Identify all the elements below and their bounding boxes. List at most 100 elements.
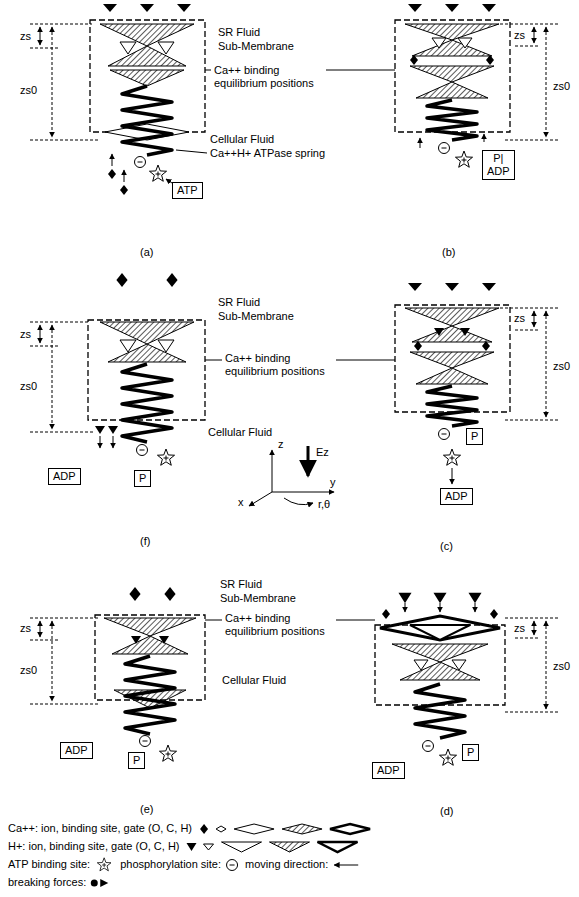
panel-f-part xyxy=(113,436,114,448)
panel-f-part xyxy=(158,340,174,352)
axis-label: Ez xyxy=(316,446,329,459)
panel-label-holder: (b) xyxy=(442,246,455,259)
panel-d-part xyxy=(399,593,412,603)
panel-c-part-part xyxy=(500,308,560,309)
legend-sample-part xyxy=(216,826,226,832)
panel-e-part xyxy=(131,636,141,644)
legend-text: ATP binding site: xyxy=(8,858,90,871)
panel-e-part xyxy=(52,621,53,701)
axis-label-holder: x xyxy=(238,496,244,509)
region-label: Cellular Fluid xyxy=(210,133,274,146)
panel-d-part xyxy=(382,609,390,619)
panel-label-holder: (c) xyxy=(440,540,453,553)
panel-b-part xyxy=(410,55,418,65)
box-text: ADP xyxy=(65,744,88,757)
panel-b-part xyxy=(484,134,485,142)
panel-a-part xyxy=(135,157,146,168)
axes-part xyxy=(284,498,313,505)
panel-d-part xyxy=(475,603,476,612)
axis-label-holder: y xyxy=(330,476,336,489)
panel-c-part xyxy=(414,341,422,351)
axes-part xyxy=(272,450,273,492)
panel-c-part xyxy=(434,328,444,336)
panel-a-part xyxy=(112,154,113,166)
dimension-label-holder: zs0 xyxy=(553,80,570,93)
panel-a-part xyxy=(52,27,53,137)
panel-e-part xyxy=(164,587,175,601)
panel-e-part xyxy=(30,618,98,704)
panel-f-part xyxy=(122,364,172,442)
legend-sample-part xyxy=(334,865,358,866)
legend-holder: Ca++: ion, binding site, gate (O, C, H) xyxy=(8,822,192,835)
legend-sample-part xyxy=(282,824,322,834)
panel-d-part xyxy=(423,741,434,752)
legend-sample-part xyxy=(91,880,98,887)
legend-sample-part xyxy=(234,824,274,834)
callout-label: Ca++ binding equilibrium positions xyxy=(225,612,335,638)
dimension-label-holder: zs xyxy=(514,312,525,325)
molecule-box: P xyxy=(462,744,479,761)
box-text: ADP xyxy=(53,470,76,483)
panel-f-part xyxy=(205,360,222,361)
panel-label: (f) xyxy=(140,535,150,548)
panel-b-part-part xyxy=(515,46,540,47)
box-text: ADP xyxy=(487,165,510,178)
legend-sample-part xyxy=(318,842,358,852)
panel-b-part xyxy=(534,27,535,43)
box-text: P xyxy=(133,754,140,767)
panel-b-part xyxy=(408,4,422,12)
panel-f-part xyxy=(157,449,174,465)
panel-label: (d) xyxy=(440,805,453,818)
panel-f-part-part xyxy=(30,432,95,433)
panel-e-part xyxy=(129,587,140,601)
panel-c-part xyxy=(412,326,492,342)
panel-f-part xyxy=(100,436,101,448)
panel-b-part xyxy=(458,38,472,48)
legend-sample-part xyxy=(222,842,262,852)
panel-d-part xyxy=(400,662,480,680)
panel-b-part xyxy=(445,4,459,12)
panel-e-part xyxy=(104,618,196,636)
panel-c-part xyxy=(410,352,494,368)
panel-b-part xyxy=(420,138,421,148)
dimension-label-holder: zs xyxy=(20,622,31,635)
legend-sample xyxy=(97,858,111,871)
dimension-label: zs0 xyxy=(553,360,570,373)
panel-b-part xyxy=(482,4,496,12)
dimension-label: zs xyxy=(20,30,31,43)
region-label-holder: Cellular Fluid xyxy=(208,426,272,439)
axes-part xyxy=(249,492,272,506)
panel-label-holder: (d) xyxy=(440,805,453,818)
panel-f-part xyxy=(137,445,148,456)
panel-c-part xyxy=(482,341,490,351)
panel-b-part xyxy=(410,66,494,82)
region-label-holder: SR Fluid xyxy=(218,26,260,39)
legend-text: H+: ion, binding site, gate (O, C, H) xyxy=(8,840,180,853)
legend-holder: H+: ion, binding site, gate (O, C, H) xyxy=(8,840,180,853)
panel-a-part xyxy=(124,170,125,182)
panel-label: (c) xyxy=(440,540,453,553)
molecule-box: ADP xyxy=(48,468,81,485)
panel-b-part xyxy=(500,24,560,140)
region-label-holder: Cellular Fluid xyxy=(222,674,286,687)
legend-sample-part xyxy=(330,824,370,834)
legend-sample-part xyxy=(187,843,197,851)
panel-a-part xyxy=(149,165,166,181)
panel-a-part xyxy=(110,70,184,86)
panel-f-part xyxy=(30,322,95,432)
panel-e-part xyxy=(159,636,169,644)
panel-f-part xyxy=(116,273,127,287)
panel-e-part-part xyxy=(30,640,60,641)
region-label-holder: Sub-Membrane xyxy=(218,40,294,53)
molecule-box: P xyxy=(128,752,145,769)
axis-label: r,θ xyxy=(318,498,330,511)
panel-a-part xyxy=(108,169,116,179)
molecule-box: P xyxy=(466,428,483,445)
panel-d-part xyxy=(380,616,500,640)
panel-e-part xyxy=(125,656,175,734)
panel-a-part xyxy=(205,70,211,71)
callout-label-holder: Ca++ binding equilibrium positions xyxy=(225,612,335,638)
callout-label: Ca++ binding equilibrium positions xyxy=(225,352,335,378)
region-label: SR Fluid xyxy=(218,296,260,309)
